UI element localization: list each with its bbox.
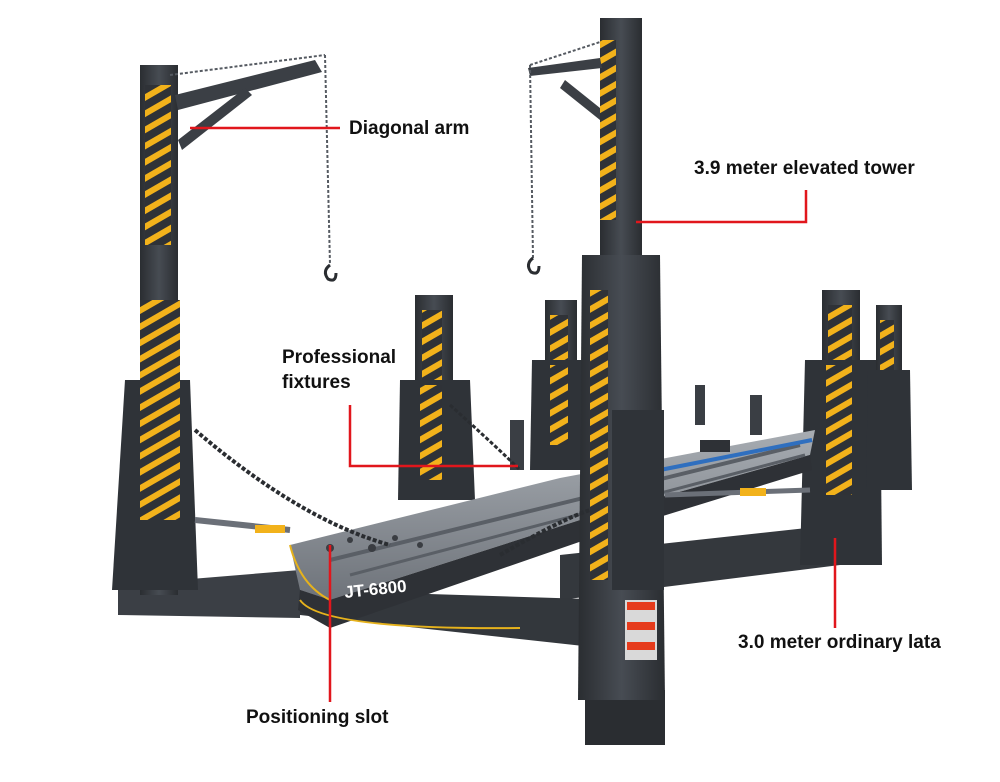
rear-tower-left (398, 295, 475, 500)
ordinary-tower-right (800, 290, 912, 565)
rear-tower-center (530, 300, 588, 470)
callout-diagonal-arm: Diagonal arm (349, 118, 470, 139)
fixtures (510, 385, 762, 470)
callout-elevated-tower: 3.9 meter elevated tower (694, 158, 915, 179)
elevated-tower-left (112, 54, 338, 595)
leader-elevated-tower (636, 190, 808, 224)
callout-lines (190, 126, 837, 702)
leader-professional-fixtures (348, 405, 518, 468)
elevated-tower-front (526, 18, 811, 700)
pulling-chains (193, 403, 591, 557)
callout-ordinary-lata: 3.0 meter ordinary lata (738, 632, 941, 653)
callout-professional-fixtures: Professional fixtures (282, 347, 397, 393)
callout-positioning-slot: Positioning slot (246, 707, 389, 728)
